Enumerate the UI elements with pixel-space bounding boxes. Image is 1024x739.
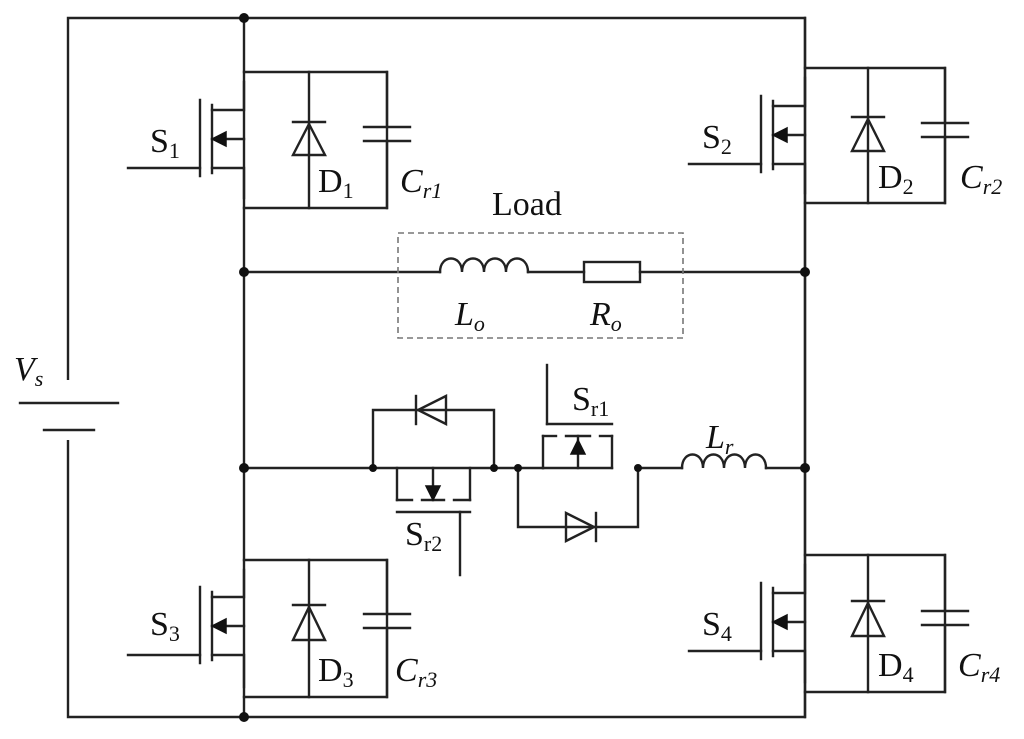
load-title: Load bbox=[492, 186, 562, 223]
switch-s2-cell: S2 D2 Cr2 bbox=[687, 66, 1002, 205]
c2-label: Cr2 bbox=[960, 159, 1002, 199]
aux-branch: Lr Sr2 Sr1 bbox=[242, 363, 807, 577]
s3-label: S3 bbox=[150, 606, 180, 646]
lr-label: Lr bbox=[705, 419, 734, 459]
sr1-label: Sr1 bbox=[572, 381, 609, 421]
sr2-label: Sr2 bbox=[405, 516, 442, 556]
switch-s3-cell: S3 D3 Cr3 bbox=[126, 558, 437, 699]
load-block: Load Lo Ro bbox=[397, 186, 684, 339]
c4-label: Cr4 bbox=[958, 647, 1000, 687]
s2-label: S2 bbox=[702, 119, 732, 159]
main-wiring bbox=[66, 16, 807, 719]
d3-label: D3 bbox=[318, 652, 354, 692]
ro-label: Ro bbox=[589, 296, 622, 336]
c1-label: Cr1 bbox=[400, 163, 442, 203]
s1-label: S1 bbox=[150, 123, 180, 163]
junction-dots bbox=[239, 13, 810, 722]
d1-label: D1 bbox=[318, 163, 354, 203]
c3-label: Cr3 bbox=[395, 652, 437, 692]
source-label: Vs bbox=[14, 351, 43, 391]
s4-label: S4 bbox=[702, 606, 732, 646]
switch-s1-cell: S1 D1 Cr1 bbox=[126, 70, 442, 210]
dc-source: Vs bbox=[14, 351, 120, 440]
d2-label: D2 bbox=[878, 159, 914, 199]
switch-s4-cell: S4 D4 Cr4 bbox=[687, 553, 1000, 694]
lo-label: Lo bbox=[454, 296, 485, 336]
d4-label: D4 bbox=[878, 647, 914, 687]
